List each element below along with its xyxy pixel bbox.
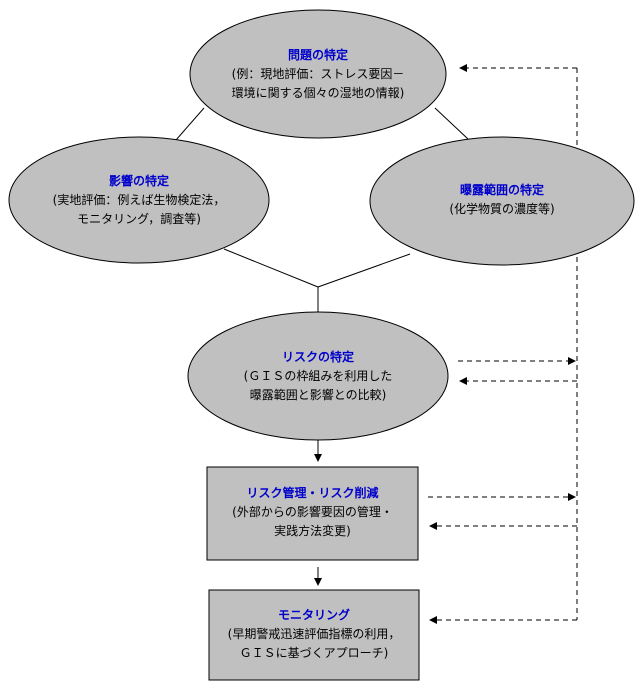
exposure-node: 曝露範囲の特定 (化学物質の濃度等) [370,174,634,226]
risk-desc-line2: 曝露範囲と影響との比較) [249,387,387,402]
effect-node: 影響の特定 (実地評価：例えば生物検定法， モニタリング，調査等) [9,164,269,236]
problem-desc-line2: 環境に関する個々の湿地の情報) [231,85,405,100]
monitoring-desc-line2: ＧＩＳに基づくアプローチ) [239,645,389,660]
effect-title: 影響の特定 [108,173,169,188]
monitoring-box [208,589,420,681]
management-node: リスク管理・リスク削減 (外部からの影響要因の管理・ 実践方法変更) [207,476,418,548]
monitoring-node: モニタリング (早期警戒迅速評価指標の利用， ＧＩＳに基づくアプローチ) [209,598,419,670]
risk-node: リスクの特定 (ＧＩＳの枠組みを利用した 曝露範囲と影響との比較) [188,340,448,412]
effect-desc-line2: モニタリング，調査等) [77,211,201,226]
connector-problem-exposure [434,107,469,140]
management-desc-line2: 実践方法変更) [274,523,351,538]
connector-exposure-join [317,253,411,288]
problem-title: 問題の特定 [287,47,348,62]
management-title: リスク管理・リスク削減 [246,485,379,500]
exposure-ellipse [369,136,635,266]
problem-node: 問題の特定 (例：現地評価：ストレス要因－ 環境に関する個々の湿地の情報) [190,38,446,110]
risk-ellipse [187,311,449,441]
connector-problem-effect [175,107,205,141]
management-box [206,466,419,561]
effect-ellipse [8,136,270,264]
risk-title: リスクの特定 [281,349,354,364]
connector-effect-join [223,248,319,288]
management-desc-line1: (外部からの影響要因の管理・ [232,504,393,519]
exposure-desc-line1: (化学物質の濃度等) [449,202,555,216]
monitoring-title: モニタリング [277,607,350,622]
problem-desc-line1: (例：現地評価：ストレス要因－ [231,66,405,81]
effect-desc-line1: (実地評価：例えば生物検定法， [52,192,226,207]
problem-ellipse [189,9,447,139]
risk-desc-line1: (ＧＩＳの枠組みを利用した [243,368,393,383]
monitoring-desc-line1: (早期警戒迅速評価指標の利用， [227,626,401,641]
exposure-title: 曝露範囲の特定 [459,183,544,197]
